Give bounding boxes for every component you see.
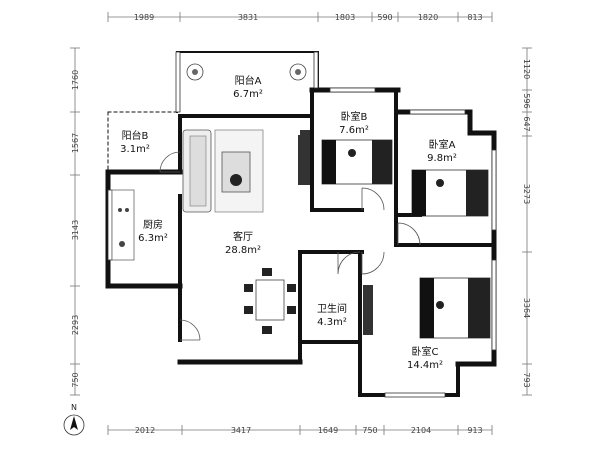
left-dim-5: 750 — [71, 372, 80, 387]
top-dim-6: 813 — [467, 13, 482, 22]
bed-b-icon — [321, 139, 393, 185]
top-dim-2: 3831 — [238, 13, 258, 22]
right-dim-5: 3364 — [522, 298, 531, 318]
bottom-dim-5: 2104 — [411, 426, 431, 435]
bed-c-icon — [419, 277, 491, 339]
left-dim-1: 1760 — [71, 70, 80, 90]
bottom-dim-1: 2012 — [135, 426, 155, 435]
bedroom-a-name: 卧室A — [429, 138, 456, 151]
sofa-icon — [182, 129, 212, 213]
kitchen-counter-icon — [111, 189, 135, 261]
balcony-b-area: 3.1m² — [120, 144, 150, 155]
right-dim-2: 596 — [522, 93, 531, 108]
walls — [105, 51, 497, 397]
bedroom-b-area: 7.6m² — [339, 125, 369, 136]
balcony-a-area: 6.7m² — [233, 89, 263, 100]
living-room-name: 客厅 — [233, 230, 253, 243]
wardrobe-c-icon — [363, 285, 373, 335]
left-dim-4: 2293 — [71, 315, 80, 335]
living-room-area: 28.8m² — [225, 245, 261, 256]
top-dim-4: 590 — [377, 13, 392, 22]
top-dim-5: 1820 — [418, 13, 438, 22]
left-dim-2: 1567 — [71, 133, 80, 153]
compass-icon: N — [63, 403, 85, 436]
bottom-dim-2: 3417 — [231, 426, 251, 435]
windows — [107, 51, 497, 398]
compass-label: N — [71, 403, 77, 412]
bathroom-area: 4.3m² — [317, 317, 347, 328]
left-dim-3: 3143 — [71, 220, 80, 240]
dining-table-icon — [244, 268, 296, 334]
right-dim-1: 1120 — [522, 59, 531, 79]
bottom-dim-6: 913 — [467, 426, 482, 435]
kitchen-area: 6.3m² — [138, 233, 168, 244]
room-labels: 阳台A 6.7m² 阳台B 3.1m² 卧室B 7.6m² 卧室A 9.8m² … — [120, 74, 457, 371]
bedroom-a-area: 9.8m² — [427, 153, 457, 164]
right-dim-3: 647 — [522, 116, 531, 131]
top-dim-3: 1803 — [335, 13, 355, 22]
right-dim-4: 3273 — [522, 184, 531, 204]
bottom-dim-3: 1649 — [318, 426, 338, 435]
right-dimension-bar: 1120 596 647 3273 3364 793 — [522, 47, 532, 396]
top-dimension-bar: 1989 3831 1803 590 1820 813 — [107, 12, 493, 22]
doors — [159, 151, 421, 341]
bedroom-b-name: 卧室B — [341, 110, 368, 123]
plants-icon — [186, 63, 307, 81]
wardrobe-b-icon — [300, 130, 310, 185]
right-dim-6: 793 — [522, 372, 531, 387]
top-dim-1: 1989 — [134, 13, 154, 22]
bedroom-c-area: 14.4m² — [407, 360, 443, 371]
left-dimension-bar: 1760 1567 3143 2293 750 — [70, 47, 80, 396]
bedroom-c-name: 卧室C — [412, 345, 439, 358]
bathroom-name: 卫生间 — [317, 302, 347, 315]
bed-a-icon — [411, 169, 489, 217]
balcony-b-name: 阳台B — [122, 129, 149, 142]
coffee-table-icon — [214, 129, 264, 213]
kitchen-name: 厨房 — [143, 218, 163, 231]
bottom-dim-4: 750 — [362, 426, 377, 435]
balcony-a-name: 阳台A — [235, 74, 262, 87]
bottom-dimension-bar: 2012 3417 1649 750 2104 913 — [107, 425, 493, 435]
